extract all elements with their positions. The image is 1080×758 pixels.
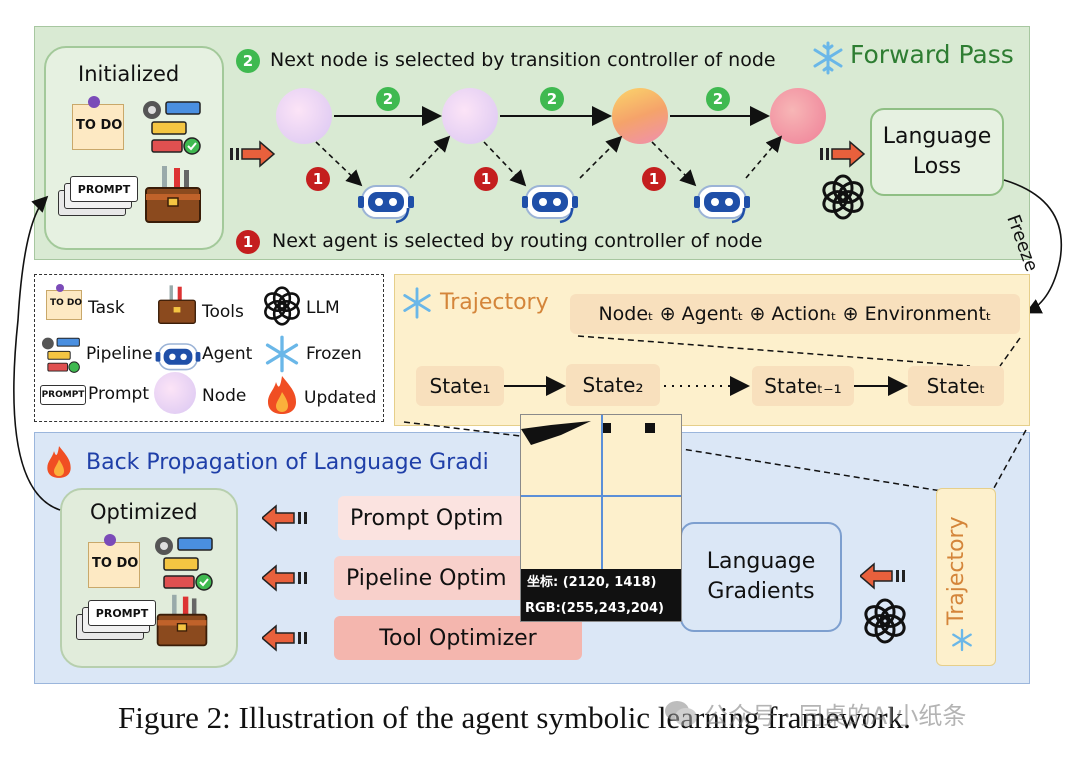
legend-node: Node [202, 386, 247, 406]
agent-robot-icon [358, 185, 414, 224]
step-2-description: Next node is selected by transition cont… [270, 49, 776, 71]
llm-openai-icon [864, 598, 906, 644]
color-picker-magnifier: 坐标: (2120, 1418) RGB:(255,243,204) [520, 414, 682, 622]
watermark: 公众号 · 同桌的AI小纸条 [664, 696, 966, 731]
state-t-minus-1: Stateₜ₋₁ [752, 366, 854, 406]
routing-badge-2: 1 [474, 167, 498, 191]
transition-badge-2: 2 [540, 87, 564, 111]
llm-openai-icon [822, 174, 864, 220]
trajectory-vertical-box [936, 488, 996, 666]
gradient-input-arrow [860, 562, 905, 590]
node-icon [154, 372, 196, 414]
pipeline-update-arrow [262, 564, 307, 592]
pipeline-icon [41, 337, 80, 373]
step-2-badge: 2 [236, 49, 260, 73]
legend-llm: LLM [306, 298, 340, 318]
task-icon: TO DO [42, 284, 84, 320]
trajectory-title: Trajectory [440, 290, 549, 315]
prompt-stack-icon: PROMPT [76, 600, 156, 644]
step-1-badge: 1 [236, 230, 260, 254]
magnifier-coordinates: 坐标: (2120, 1418) [527, 575, 657, 590]
magnifier-rgb: RGB:(255,243,204) [525, 601, 664, 616]
legend-updated: Updated [304, 388, 377, 408]
legend-box [34, 274, 384, 422]
agent-robot-icon [522, 185, 578, 224]
prompt-stack-icon: PROMPT [58, 176, 138, 220]
routing-badge-3: 1 [642, 167, 666, 191]
feedback-loop-arrow [13, 195, 61, 511]
pipeline-icon [155, 537, 213, 591]
llm-openai-icon [264, 286, 300, 326]
forward-entry-arrow [230, 140, 276, 168]
toolbox-icon [156, 594, 208, 647]
back-propagation-title: Back Propagation of Language Gradi [86, 450, 489, 475]
node-1 [276, 88, 332, 144]
state-t: Stateₜ [908, 366, 1004, 406]
legend-task: Task [88, 298, 125, 318]
legend-prompt: Prompt [88, 384, 149, 404]
pipeline-icon [143, 101, 201, 155]
tools-icon [158, 285, 196, 324]
node-2 [442, 88, 498, 144]
legend-pipeline: Pipeline [86, 344, 153, 364]
transition-badge-3: 2 [706, 87, 730, 111]
state-2: State₂ [566, 364, 660, 406]
snowflake-icon [813, 41, 843, 75]
toolbox-icon [145, 166, 201, 223]
forward-connections [315, 106, 783, 187]
figure-caption: Figure 2: Illustration of the agent symb… [118, 700, 911, 735]
tool-update-arrow [262, 624, 307, 652]
forward-loss-arrow [820, 140, 866, 168]
initialized-label: Initialized [78, 62, 180, 86]
legend-frozen: Frozen [306, 344, 362, 364]
node-3 [612, 88, 668, 144]
trajectory-formula: Nodeₜ ⊕ Agentₜ ⊕ Actionₜ ⊕ Environmentₜ [570, 294, 1020, 334]
todo-icon: TO DO [82, 534, 142, 588]
trajectory-vertical-label: Trajectory [944, 516, 969, 625]
legend-agent: Agent [202, 344, 253, 364]
snowflake-icon [952, 628, 972, 652]
prompt-update-arrow [262, 504, 307, 532]
back-connections [403, 421, 1027, 495]
routing-badge-1: 1 [306, 167, 330, 191]
frozen-snowflake-icon [265, 335, 299, 373]
wechat-icon [665, 700, 697, 726]
updated-fire-icon [268, 376, 296, 414]
step-1-description: Next agent is selected by routing contro… [272, 230, 763, 252]
node-4 [770, 88, 826, 144]
agent-robot-icon [694, 185, 750, 224]
forward-pass-title: Forward Pass [850, 40, 1014, 69]
transition-badge-1: 2 [376, 87, 400, 111]
agent-robot-icon [155, 343, 201, 371]
snowflake-icon [403, 287, 431, 319]
state-1: State₁ [416, 366, 504, 406]
freeze-arrow [1003, 179, 1062, 314]
legend-tools: Tools [202, 302, 244, 322]
prompt-icon: PROMPT [40, 385, 86, 405]
updated-fire-icon [47, 446, 71, 478]
tool-optimizer: Tool Optimizer [334, 616, 582, 660]
trajectory-connections [502, 335, 1021, 396]
optimized-label: Optimized [90, 500, 198, 524]
todo-icon: TO DO [66, 96, 126, 150]
